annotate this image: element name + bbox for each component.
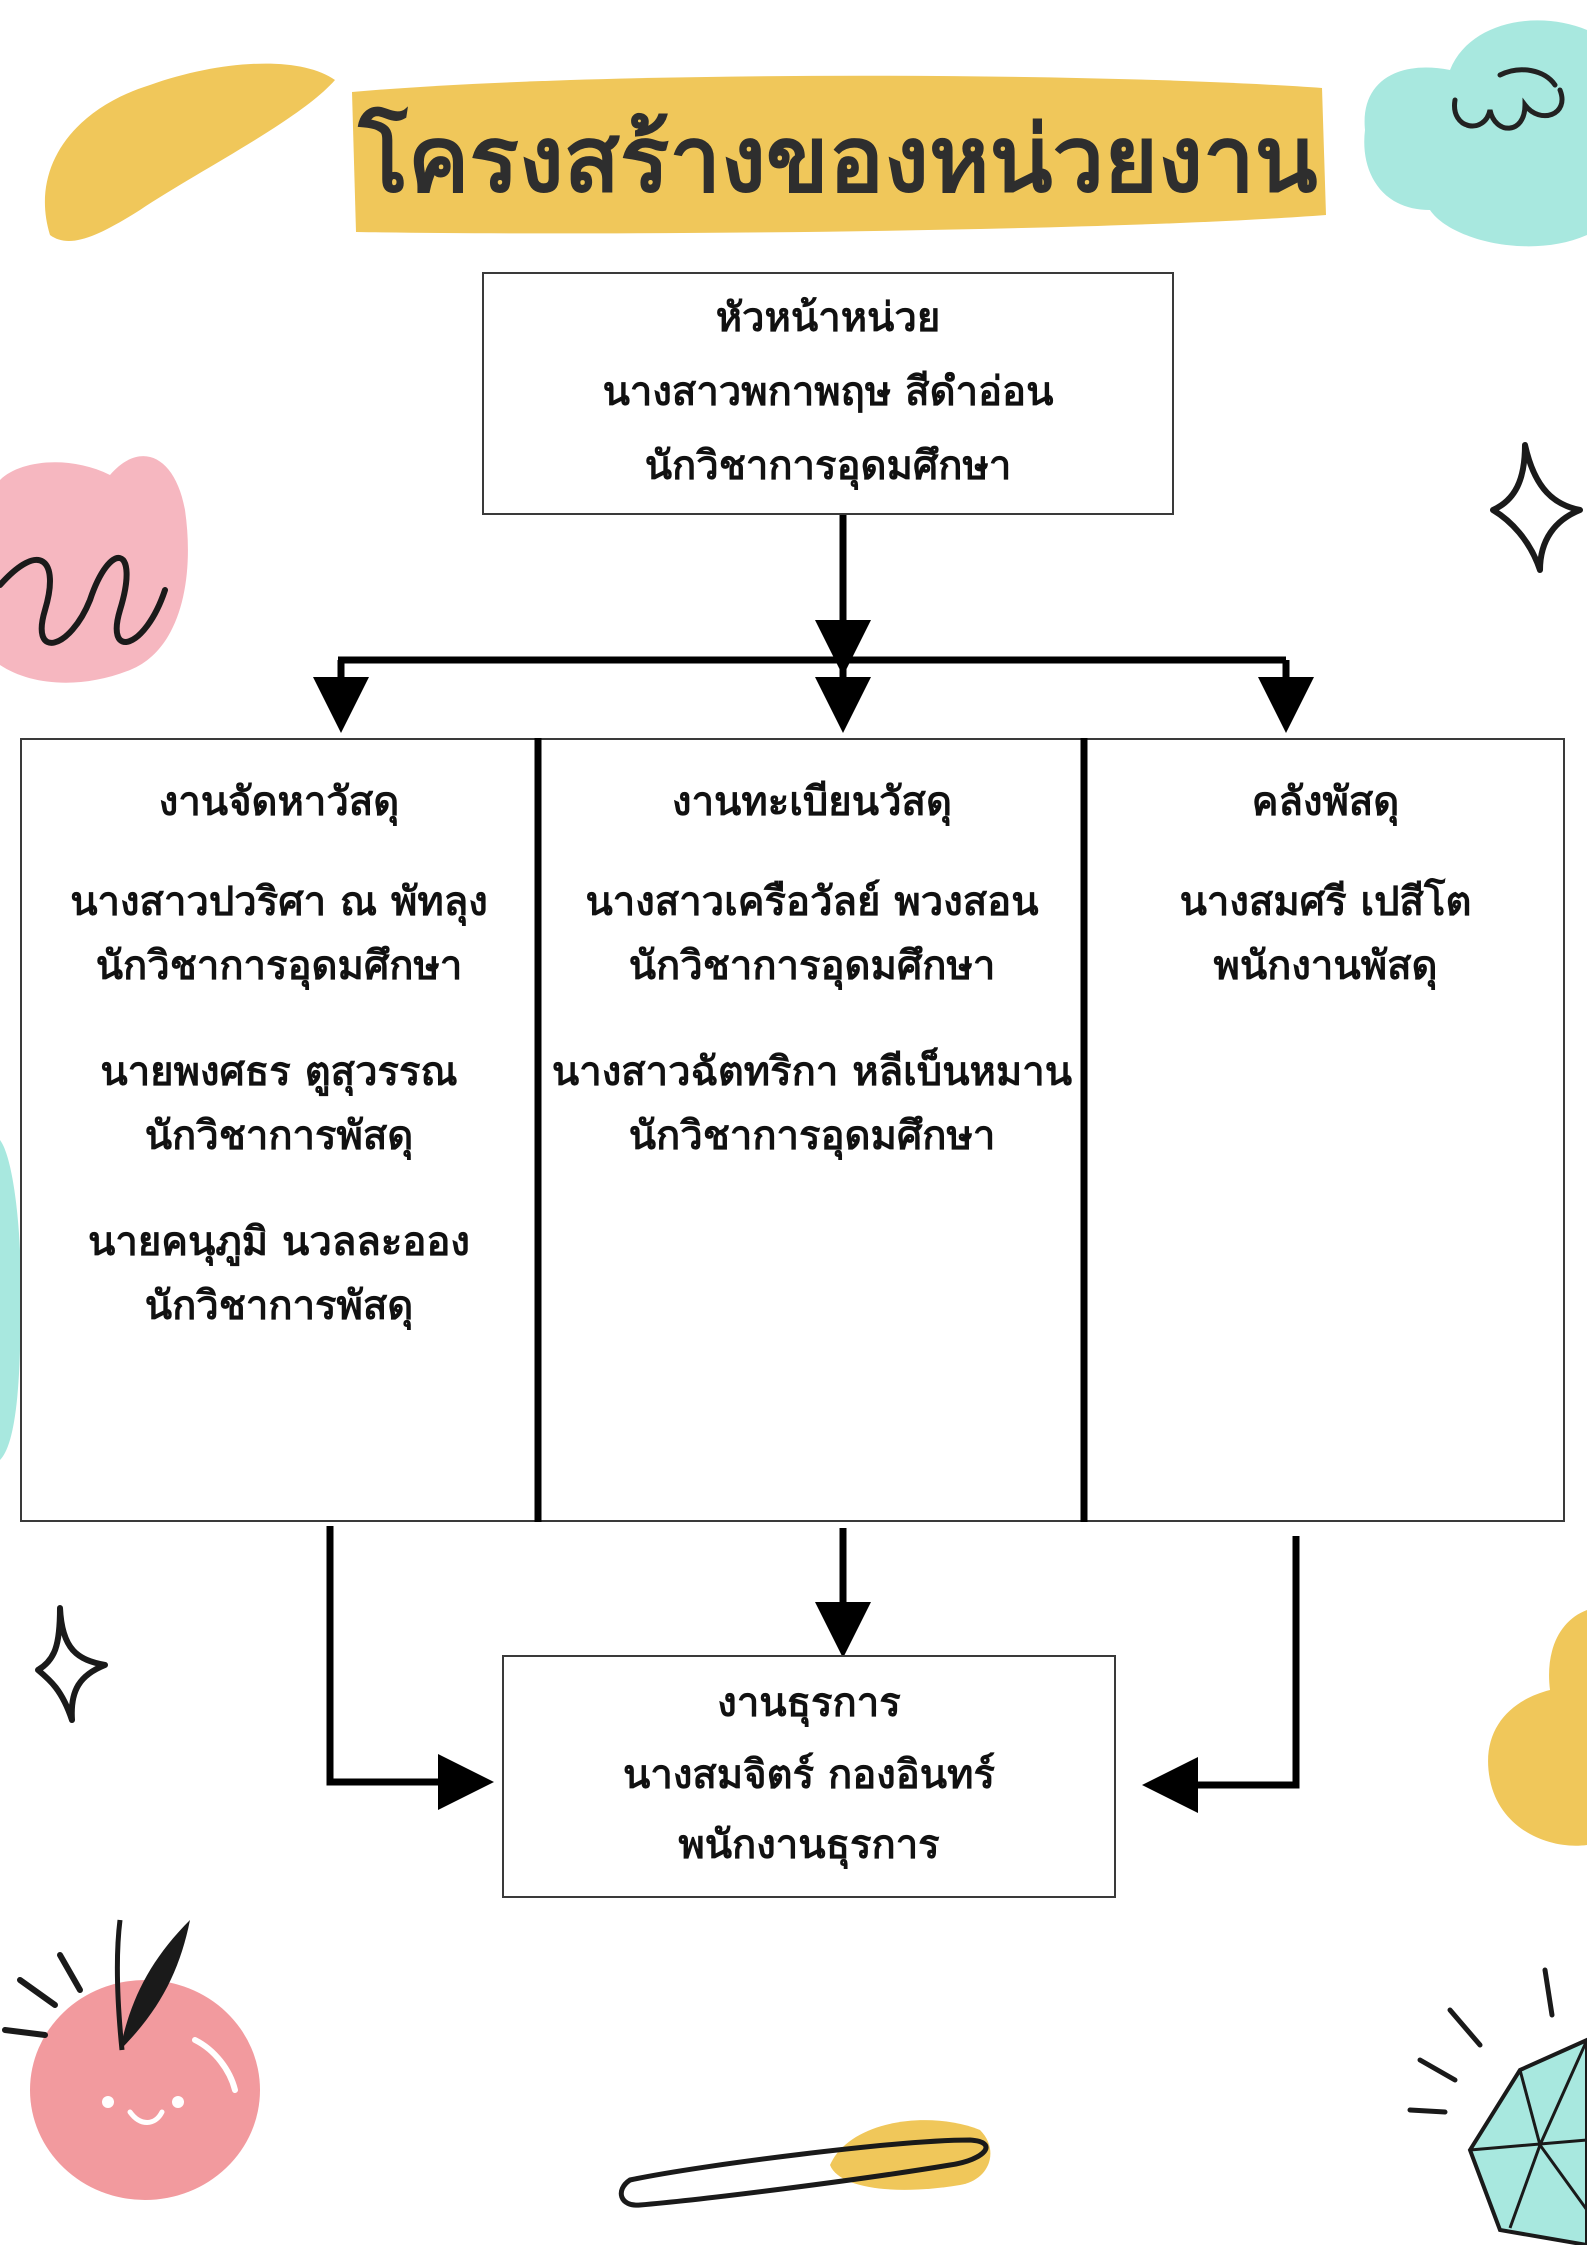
head-unit-name: นางสาวพกาพฤษ สีดำอ่อน [602, 369, 1054, 415]
connector-procurement-to-admin [326, 1526, 494, 1810]
admin-title: งานธุรการ [717, 1680, 901, 1726]
sparkle-icon-right [1490, 442, 1583, 573]
registry-column: งานทะเบียนวัสดุ นางสาวเครือวัลย์ พวงสอน … [542, 740, 1082, 1520]
head-unit-position: นักวิชาการอุดมศึกษา [644, 443, 1012, 489]
member-name: นายคนุภูมิ นวลละออง [88, 1219, 470, 1265]
warehouse-member: นางสมศรี เปสีโต พนักงานพัสดุ [1180, 870, 1472, 998]
warehouse-column: คลังพัสดุ นางสมศรี เปสีโต พนักงานพัสดุ [1088, 740, 1563, 1520]
registry-member: นางสาวเครือวัลย์ พวงสอน นักวิชาการอุดมศึ… [585, 870, 1038, 998]
procurement-title: งานจัดหาวัสดุ [158, 779, 400, 825]
member-name: นางสาวเครือวัลย์ พวงสอน [585, 879, 1039, 925]
member-position: นักวิชาการพัสดุ [144, 1283, 414, 1329]
squiggle-icon [1452, 67, 1565, 131]
member-name: นางสาวฉัตทริกา หลีเบ็นหมาน [551, 1049, 1073, 1095]
title-banner: โครงสร้างของหน่วยงาน [352, 78, 1324, 238]
head-unit-box: หัวหน้าหน่วย นางสาวพกาพฤษ สีดำอ่อน นักวิ… [482, 272, 1174, 515]
head-unit-role: หัวหน้าหน่วย [715, 295, 941, 341]
procurement-member: นางสาวปวริศา ณ พัทลุง นักวิชาการอุดมศึกษ… [70, 870, 488, 998]
member-position: นักวิชาการพัสดุ [144, 1113, 414, 1159]
member-position: นักวิชาการอุดมศึกษา [628, 943, 996, 989]
member-position: พนักงานพัสดุ [1213, 943, 1438, 989]
sparkle-icon-left [35, 1605, 108, 1723]
pen-icon [618, 2137, 989, 2208]
page-title: โครงสร้างของหน่วยงาน [358, 104, 1318, 213]
procurement-column: งานจัดหาวัสดุ นางสาวปวริศา ณ พัทลุง นักว… [22, 740, 536, 1520]
departments-frame [20, 738, 1565, 1522]
admin-box: งานธุรการ นางสมจิตร์ กองอินทร์ พนักงานธุ… [502, 1655, 1116, 1898]
member-name: นายพงศธร ตูสุวรรณ [100, 1049, 458, 1095]
member-position: นักวิชาการอุดมศึกษา [628, 1113, 996, 1159]
yellow-blob-bottom [830, 2120, 991, 2190]
registry-title: งานทะเบียนวัสดุ [672, 779, 952, 825]
member-position: นักวิชาการอุดมศึกษา [95, 943, 463, 989]
yellow-blob-top-left [44, 63, 335, 241]
warehouse-title: คลังพัสดุ [1251, 779, 1400, 825]
admin-name: นางสมจิตร์ กองอินทร์ [623, 1752, 995, 1798]
procurement-member: นายพงศธร ตูสุวรรณ นักวิชาการพัสดุ [100, 1040, 457, 1168]
member-name: นางสมศรี เปสีโต [1179, 879, 1472, 925]
apple-icon [30, 1980, 260, 2200]
title-highlight [352, 75, 1326, 234]
admin-position: พนักงานธุรการ [678, 1822, 940, 1868]
registry-member: นางสาวฉัตทริกา หลีเบ็นหมาน นักวิชาการอุด… [552, 1040, 1072, 1168]
mint-blob-top-right [1364, 20, 1587, 247]
connector-warehouse-to-admin [1142, 1536, 1300, 1813]
scribble-icon [0, 555, 168, 646]
mint-edge-left [0, 1140, 22, 1460]
yellow-blob-right [1488, 1610, 1587, 1846]
pink-blob-left [0, 456, 188, 683]
member-name: นางสาวปวริศา ณ พัทลุง [70, 879, 488, 925]
diamond-icon [1467, 2037, 1587, 2245]
procurement-member: นายคนุภูมิ นวลละออง นักวิชาการพัสดุ [88, 1210, 470, 1338]
